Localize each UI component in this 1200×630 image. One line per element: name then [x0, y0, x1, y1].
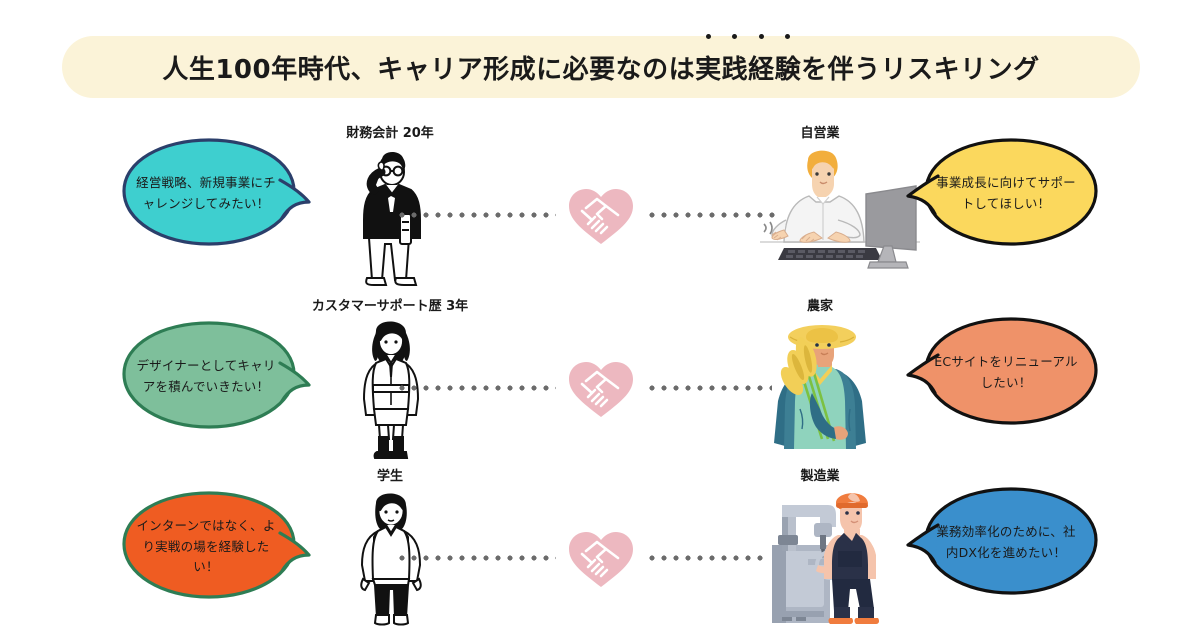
title-emphasis-wrapper: 実践経験 [695, 33, 802, 86]
persona-row-3: 学生 製造業 インターンではなく、より実戦の場を経験したい！ [0, 455, 1200, 630]
figure-businessman-glasses-briefcase-icon [336, 140, 446, 286]
connector-left-3 [396, 555, 556, 561]
speech-bubble-left-3-text: インターンではなく、より実戦の場を経験したい！ [136, 518, 276, 575]
speech-bubble-left-2-text: デザイナーとしてキャリアを積んでいきたい！ [136, 358, 276, 394]
role-label-left-2: カスタマーサポート歴 3年 [311, 299, 469, 314]
speech-bubble-right-1-text: 事業成長に向けてサポートしてほしい！ [936, 175, 1076, 211]
role-label-left-1: 財務会計 20年 [346, 126, 434, 141]
role-label-right-3: 製造業 [800, 469, 840, 484]
speech-bubble-left-2[interactable]: デザイナーとしてキャリアを積んでいきたい！ [118, 321, 311, 429]
connector-right-2 [646, 385, 772, 391]
speech-bubble-right-2[interactable]: ECサイトをリニューアルしたい！ [906, 317, 1098, 425]
title-emphasis-text: 実践経験 [695, 54, 802, 85]
role-label-left-3: 学生 [376, 469, 403, 484]
handshake-heart-icon-1 [566, 186, 636, 248]
title-part-2: を伴うリスキリング [801, 54, 1040, 85]
persona-row-1: 財務会計 20年 自営業 経営戦略、新規事業にチャレンジしてみたい！ [0, 112, 1200, 287]
speech-bubble-right-3-text: 業務効率化のために、社内DX化を進めたい！ [936, 524, 1076, 560]
figure-farmer-straw-hat-wheat-icon [756, 309, 884, 459]
speech-bubble-shape [122, 491, 311, 599]
role-label-right-2: 農家 [806, 299, 833, 314]
speech-bubble-shape [906, 487, 1098, 595]
figure-self-employed-man-at-computer-icon [760, 140, 920, 280]
speech-bubble-shape [906, 317, 1098, 425]
figure-woman-bob-hair-coat-boots-icon [340, 313, 444, 461]
speech-bubble-shape [906, 138, 1098, 246]
title-part-1: 人生100年時代、キャリア形成に必要なのは [162, 54, 696, 85]
connector-right-3 [646, 555, 766, 561]
speech-bubble-shape [122, 321, 311, 429]
role-label-right-1: 自営業 [800, 126, 840, 141]
title-banner [62, 36, 1140, 98]
page-title: 人生100年時代、キャリア形成に必要なのは実践経験を伴うリスキリング [62, 33, 1140, 98]
speech-bubble-left-1[interactable]: 経営戦略、新規事業にチャレンジしてみたい！ [118, 138, 311, 246]
speech-bubble-left-1-text: 経営戦略、新規事業にチャレンジしてみたい！ [136, 175, 276, 211]
handshake-heart-icon-2 [566, 359, 636, 421]
speech-bubble-right-2-text: ECサイトをリニューアルしたい！ [934, 354, 1078, 390]
connector-right-1 [646, 212, 778, 218]
connector-left-1 [396, 212, 556, 218]
figure-factory-worker-drill-press-icon [752, 479, 892, 629]
speech-bubble-shape [122, 138, 311, 246]
handshake-heart-icon-3 [566, 529, 636, 591]
speech-bubble-left-3[interactable]: インターンではなく、より実戦の場を経験したい！ [118, 491, 311, 599]
speech-bubble-right-1[interactable]: 事業成長に向けてサポートしてほしい！ [906, 138, 1098, 246]
connector-left-2 [396, 385, 556, 391]
persona-row-2: カスタマーサポート歴 3年 農家 デザイナーとしてキャリアを積んでいきたい！ [0, 285, 1200, 460]
speech-bubble-right-3[interactable]: 業務効率化のために、社内DX化を進めたい！ [906, 487, 1098, 595]
emphasis-dots [695, 33, 801, 39]
